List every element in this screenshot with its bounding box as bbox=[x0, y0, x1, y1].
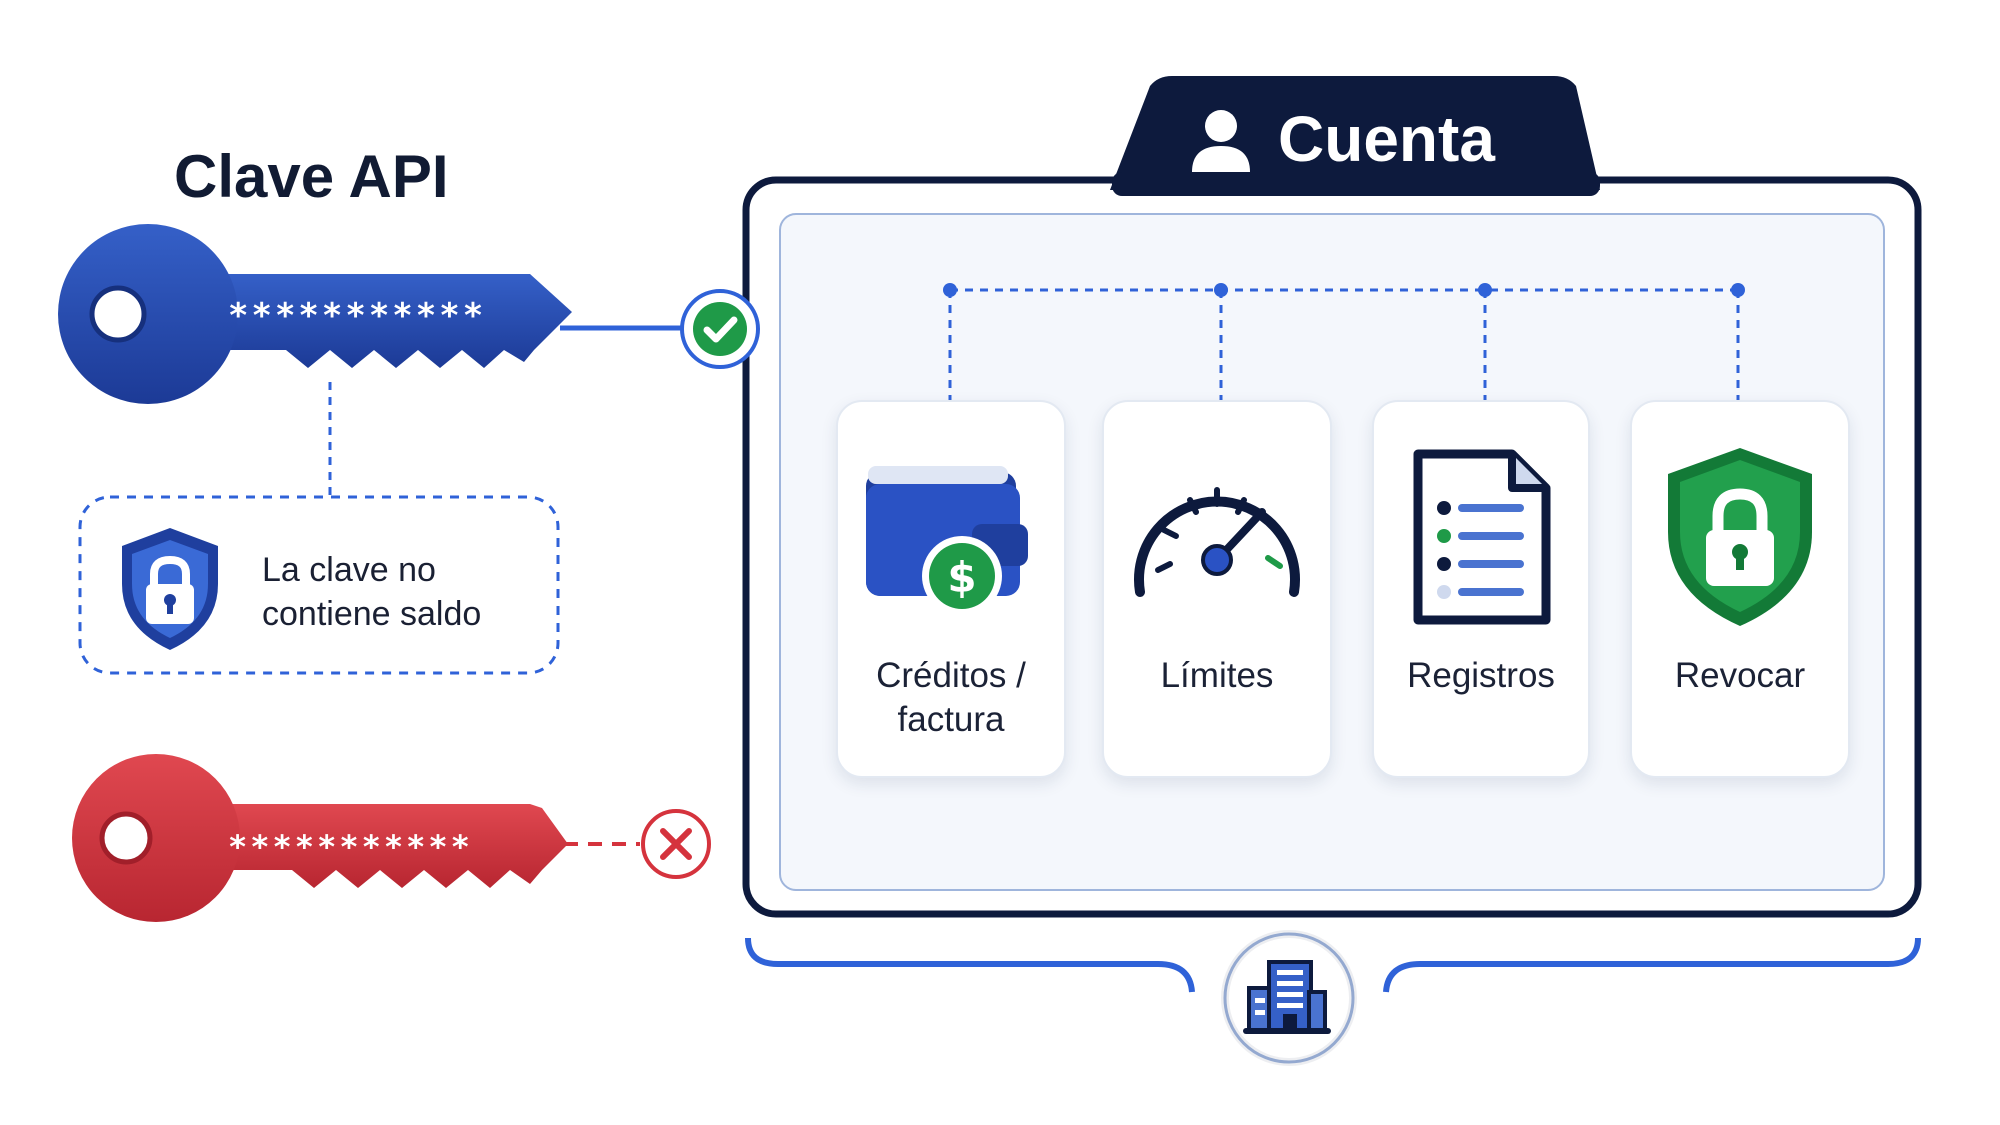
note-line-1: La clave no bbox=[262, 551, 436, 589]
document-list-icon bbox=[1413, 449, 1551, 625]
note-shield-lock-icon bbox=[122, 528, 218, 650]
account-item-limits-label: Límites bbox=[1160, 656, 1274, 695]
account-title: Cuenta bbox=[1278, 103, 1495, 175]
account-item-logs: Registros bbox=[1372, 400, 1590, 778]
bracket-left bbox=[745, 937, 1195, 993]
revoked-key-icon bbox=[72, 754, 568, 922]
wallet-dollar-icon: $ bbox=[866, 466, 1028, 616]
account-item-revoke: Revocar bbox=[1630, 400, 1850, 778]
account-item-limits: Límites bbox=[1102, 400, 1332, 778]
gauge-icon bbox=[1134, 487, 1300, 597]
api-key-icon bbox=[58, 224, 572, 404]
revoked-key-masked-value: *********** bbox=[228, 828, 473, 866]
account-item-revoke-label: Revocar bbox=[1674, 656, 1806, 695]
api-key-title: Clave API bbox=[174, 143, 449, 210]
account-item-credits: $ Créditos / factura bbox=[836, 400, 1066, 778]
api-key-masked-value: *********** bbox=[228, 296, 487, 336]
note-box bbox=[78, 495, 560, 675]
note-text: La clave no contiene saldo bbox=[262, 548, 552, 636]
account-item-credits-label: Créditos / factura bbox=[876, 656, 1026, 739]
check-circle-icon bbox=[680, 289, 760, 369]
revoke-shield-lock-icon bbox=[1668, 448, 1812, 626]
note-line-2: contiene saldo bbox=[262, 595, 482, 633]
x-circle-icon bbox=[641, 809, 711, 879]
account-item-logs-label: Registros bbox=[1407, 656, 1555, 695]
svg-text:$: $ bbox=[947, 553, 976, 602]
building-icon bbox=[1221, 930, 1357, 1066]
user-icon bbox=[1192, 110, 1250, 172]
bracket-right bbox=[1383, 937, 1921, 993]
